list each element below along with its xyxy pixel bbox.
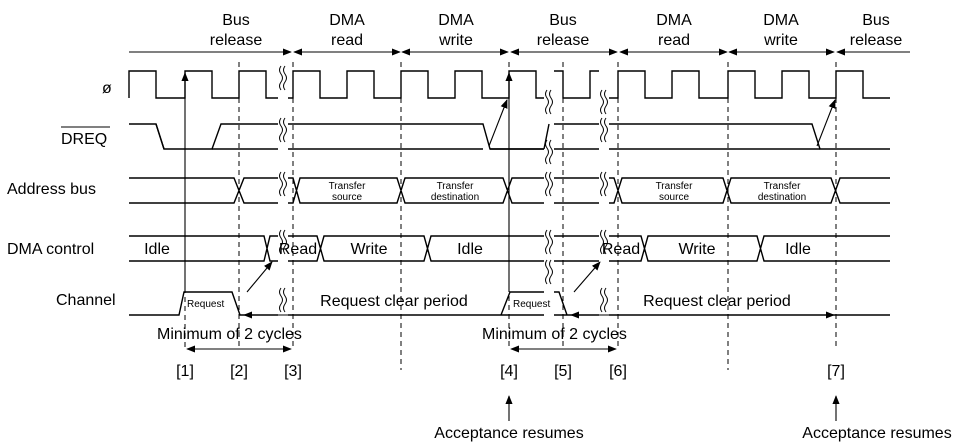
addr-transfer-destination-2-line2: destination	[758, 192, 806, 203]
dma-control-waveform	[129, 235, 890, 262]
marker-4: [4]	[500, 363, 518, 380]
marker-5: [5]	[554, 363, 572, 380]
acceptance-resumes-2: Acceptance resumes	[802, 425, 951, 442]
phase-labels: Bus release DMA read DMA write Bus relea…	[210, 12, 903, 49]
dma-control-label: DMA control	[7, 241, 94, 258]
dma-state-write-2: Write	[678, 241, 715, 258]
dma-state-idle-2: Idle	[457, 241, 483, 258]
signal-labels: ø DREQ Address bus DMA control Channel	[7, 80, 116, 309]
address-bus-label: Address bus	[7, 181, 96, 198]
channel-request-clear-period-2: Request clear period	[643, 293, 791, 310]
phase-dma-write-2-line1: DMA	[763, 12, 799, 29]
acceptance-resumes-1: Acceptance resumes	[434, 425, 583, 442]
dma-state-idle-3: Idle	[785, 241, 811, 258]
phase-dma-write-2-line2: write	[763, 32, 798, 49]
dma-state-read-2: Read	[602, 241, 640, 258]
marker-1: [1]	[176, 363, 194, 380]
dma-state-idle-1: Idle	[144, 241, 170, 258]
phase-dma-write-1-line2: write	[438, 32, 473, 49]
dma-state-write-1: Write	[350, 241, 387, 258]
guide-lines	[184, 62, 837, 370]
addr-transfer-source-2-line1: Transfer	[656, 181, 694, 192]
addr-transfer-destination-2-line1: Transfer	[764, 181, 802, 192]
addr-transfer-destination-1-line2: destination	[431, 192, 479, 203]
addr-transfer-source-1-line1: Transfer	[329, 181, 367, 192]
addr-transfer-source-2-line2: source	[659, 192, 689, 203]
min-cycles-label-1: Minimum of 2 cycles	[157, 326, 302, 343]
addr-transfer-source-1-line2: source	[332, 192, 362, 203]
marker-7: [7]	[827, 363, 845, 380]
phase-bus-release-1-line2: release	[210, 32, 263, 49]
phase-dma-read-1-line2: read	[331, 32, 363, 49]
marker-6: [6]	[609, 363, 627, 380]
dma-state-read-1: Read	[279, 241, 317, 258]
dreq-label: DREQ	[61, 131, 107, 148]
phase-dma-read-2-line2: read	[658, 32, 690, 49]
phase-dma-read-2-line1: DMA	[656, 12, 692, 29]
phase-bus-release-3-line1: Bus	[862, 12, 890, 29]
clock-waveform	[128, 70, 890, 99]
phase-bus-release-2-line2: release	[537, 32, 590, 49]
channel-request-clear-period-1: Request clear period	[320, 293, 468, 310]
phase-bus-release-2-line1: Bus	[549, 12, 577, 29]
timing-markers: [1] [2] [3] [4] [5] [6] [7]	[176, 363, 845, 380]
phase-dma-write-1-line1: DMA	[438, 12, 474, 29]
dreq-waveform	[129, 123, 890, 150]
marker-3: [3]	[284, 363, 302, 380]
addr-transfer-destination-1-line1: Transfer	[437, 181, 475, 192]
phase-bus-release-3-line2: release	[850, 32, 903, 49]
channel-label: Channel	[56, 292, 116, 309]
phase-bus-release-1-line1: Bus	[222, 12, 250, 29]
phase-dma-read-1-line1: DMA	[329, 12, 365, 29]
channel-request-1: Request	[187, 299, 224, 310]
break-markers	[279, 65, 608, 313]
min-cycles-label-2: Minimum of 2 cycles	[482, 326, 627, 343]
clock-label: ø	[102, 80, 112, 97]
causal-arrows	[181, 72, 836, 293]
channel-request-2: Request	[513, 299, 550, 310]
address-bus-waveform	[129, 177, 890, 204]
marker-2: [2]	[230, 363, 248, 380]
